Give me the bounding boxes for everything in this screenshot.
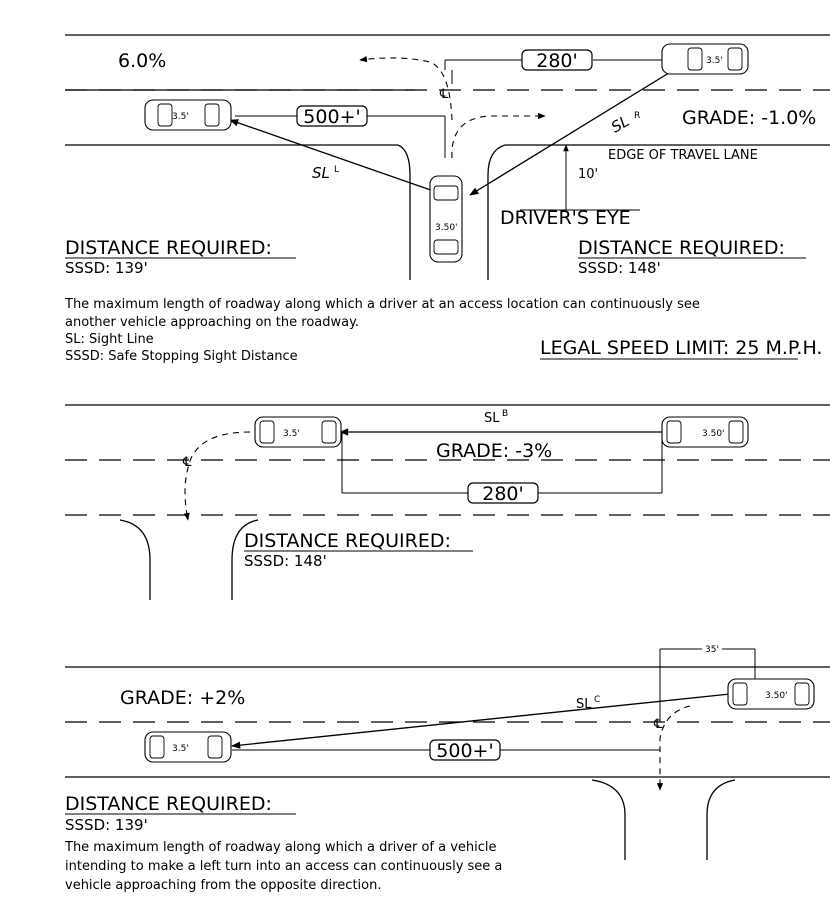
- p3-offset-label: 35': [705, 645, 719, 655]
- p2-centerline-symbol: ℄: [182, 455, 192, 470]
- dim-500-label: 500+': [303, 106, 360, 128]
- p2-car-right-label: 3.50': [702, 429, 725, 439]
- right-turn-path: [451, 112, 546, 159]
- p3-car-right: 3.50': [727, 678, 815, 710]
- p2-driveway-right-edge: [231, 519, 259, 600]
- p3-driveway-left-edge: [591, 779, 626, 860]
- driveway-left-edge: [397, 144, 411, 280]
- p3-dist-req-value: SSSD: 139': [65, 816, 148, 834]
- panel-2-following-sight-distance: SL B GRADE: -3% ℄ 280' 3.5' 3.50' DISTAN…: [65, 404, 830, 600]
- definition-line-2: another vehicle approaching on the roadw…: [65, 315, 359, 330]
- sl-left-label: SL: [312, 164, 330, 182]
- sl-left-superscript: L: [334, 165, 339, 175]
- p3-turn-path: [656, 705, 691, 791]
- p2-dist-req-value: SSSD: 148': [244, 552, 327, 570]
- dist-req-right-title: DISTANCE REQUIRED:: [578, 237, 785, 259]
- p2-car-right: 3.50': [661, 416, 749, 448]
- p2-sl-superscript: B: [502, 409, 508, 419]
- dist-req-right-value: SSSD: 148': [578, 259, 661, 277]
- panel-1-access-sight-distance: ℄ SL L SL R 280' 500+' 6.0% GRADE: -1.0%…: [65, 34, 830, 280]
- car-right: 3.5': [661, 43, 749, 75]
- p3-car-left-label: 3.5': [172, 744, 189, 754]
- p2-sl-label: SL: [484, 411, 500, 426]
- p3-driveway-right-edge: [706, 779, 736, 860]
- p3-car-left: 3.5': [144, 731, 232, 763]
- sl-definition: SL: Sight Line: [65, 332, 154, 347]
- drivers-eye-label: DRIVER'S EYE: [500, 207, 631, 229]
- dist-req-left-title: DISTANCE REQUIRED:: [65, 237, 272, 259]
- definition-line-1: The maximum length of roadway along whic…: [64, 297, 700, 312]
- car-right-label: 3.5': [706, 56, 723, 66]
- p2-dim-label: 280': [482, 483, 524, 505]
- dim-280-label: 280': [536, 50, 578, 72]
- p3-definition-line-1: The maximum length of roadway along whic…: [64, 840, 497, 855]
- p3-centerline-symbol: ℄: [653, 717, 663, 732]
- dim-280-box: [521, 49, 593, 71]
- p3-dim-label: 500+': [436, 740, 493, 762]
- sssd-definition: SSSD: Safe Stopping Sight Distance: [65, 349, 298, 364]
- centerline-symbol: ℄: [439, 87, 449, 102]
- dist-req-left-value: SSSD: 139': [65, 259, 148, 277]
- p2-turn-path: [183, 431, 251, 521]
- car-left: 3.5': [144, 99, 232, 131]
- p3-dim-box: [429, 739, 501, 761]
- p2-car-left: 3.5': [254, 416, 342, 448]
- p3-dist-req-title: DISTANCE REQUIRED:: [65, 793, 272, 815]
- edge-of-travel-lane-label: EDGE OF TRAVEL LANE: [608, 148, 758, 163]
- p2-grade-label: GRADE: -3%: [436, 440, 552, 462]
- left-turn-path: [359, 56, 453, 121]
- p2-dist-req-title: DISTANCE REQUIRED:: [244, 530, 451, 552]
- p3-definition-line-3: vehicle approaching from the opposite di…: [65, 878, 381, 893]
- notes-block: The maximum length of roadway along whic…: [64, 297, 822, 364]
- p3-grade-label: GRADE: +2%: [120, 687, 245, 709]
- sl-right-superscript: R: [634, 111, 640, 121]
- p2-driveway-left-edge: [119, 519, 151, 600]
- p3-car-right-label: 3.50': [765, 691, 788, 701]
- dim-500-box: [296, 105, 368, 127]
- grade-left-label: 6.0%: [118, 50, 166, 72]
- sight-line-right: [469, 59, 691, 196]
- p3-sl-label: SL: [576, 697, 592, 712]
- p3-sight-line: [231, 693, 731, 749]
- car-center: 3.50': [429, 175, 463, 263]
- sl-right-label: SL: [608, 112, 632, 137]
- p2-car-left-label: 3.5': [283, 429, 300, 439]
- speed-limit-label: LEGAL SPEED LIMIT: 25 M.P.H.: [540, 337, 822, 359]
- panel-3-left-turn-sight-distance: 35' SL C GRADE: +2% ℄ 500+' 3.5' 3.50' D…: [64, 645, 830, 893]
- sight-line-left: [229, 119, 446, 196]
- car-center-label: 3.50': [435, 223, 458, 233]
- car-left-label: 3.5': [172, 112, 189, 122]
- p2-dim-box: [467, 482, 539, 504]
- p3-definition-line-2: intending to make a left turn into an ac…: [65, 859, 502, 874]
- eye-height-label: 10': [578, 167, 598, 182]
- grade-right-label: GRADE: -1.0%: [682, 107, 816, 129]
- p3-sl-superscript: C: [594, 695, 600, 705]
